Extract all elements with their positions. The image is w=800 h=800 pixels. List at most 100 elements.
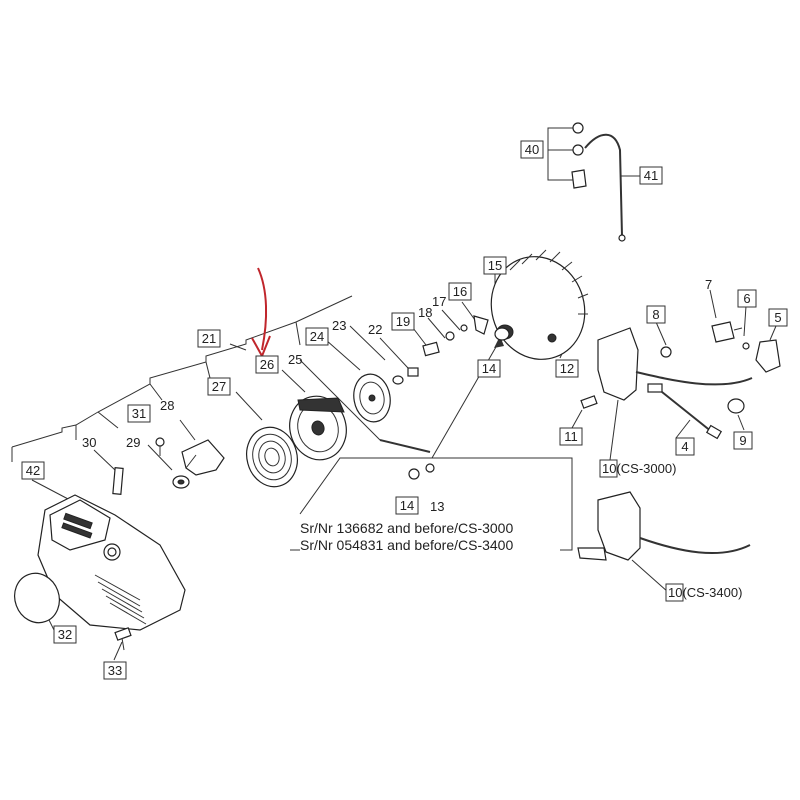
- spark-plug-7: [711, 321, 743, 343]
- label-6-text: 6: [743, 291, 750, 306]
- washer-17: [460, 324, 468, 332]
- starter-cover-42: [37, 494, 186, 631]
- cover-vent-slots: [94, 574, 147, 625]
- label-13-text: 13: [430, 499, 444, 514]
- label-33: 33: [103, 661, 127, 680]
- label-30-text: 30: [82, 435, 96, 450]
- label-21-text: 21: [202, 331, 216, 346]
- grommet-9: [727, 398, 745, 414]
- screw-11: [580, 395, 598, 409]
- label-19-text: 19: [396, 314, 410, 329]
- starter-pulley-24: [353, 373, 391, 423]
- label-32-text: 32: [58, 627, 72, 642]
- label-17-text: 17: [432, 294, 446, 309]
- label-8: 8: [646, 305, 666, 324]
- label-23-text: 23: [332, 318, 346, 333]
- label-23: 23: [332, 318, 346, 333]
- cover-plate-32: [14, 572, 60, 624]
- label-18: 18: [418, 305, 432, 320]
- label-14-upper-text: 14: [482, 361, 496, 376]
- label-27: 27: [207, 377, 231, 396]
- label-10-cs3000: 10(CS-3000): [599, 459, 676, 478]
- label-8-text: 8: [652, 307, 659, 322]
- label-13: 13: [430, 499, 444, 514]
- label-10-cs3000-text: 10(CS-3000): [602, 461, 676, 476]
- label-40: 40: [520, 140, 544, 159]
- serial-number-note: Sr/Nr 136682 and before/CS-3000 Sr/Nr 05…: [300, 520, 513, 553]
- label-26-text: 26: [260, 357, 274, 372]
- label-29-text: 29: [126, 435, 140, 450]
- label-40-text: 40: [525, 142, 539, 157]
- label-21: 21: [197, 329, 221, 348]
- label-41-text: 41: [644, 168, 658, 183]
- label-16: 16: [448, 282, 472, 301]
- spring-6: [742, 342, 750, 350]
- label-17: 17: [432, 294, 446, 309]
- label-5: 5: [768, 308, 788, 327]
- screw-23: [407, 367, 419, 377]
- label-6: 6: [737, 289, 757, 308]
- label-28: 28: [160, 398, 174, 413]
- label-25-text: 25: [288, 352, 302, 367]
- label-14-lower-text: 14: [400, 498, 414, 513]
- label-15-text: 15: [488, 258, 502, 273]
- grommet-29: [172, 475, 190, 489]
- bolt-19: [422, 341, 440, 357]
- label-7: 7: [705, 277, 712, 292]
- label-30: 30: [82, 435, 96, 450]
- label-4-text: 4: [681, 439, 688, 454]
- label-31-text: 31: [132, 406, 146, 421]
- recoil-spring-27: [246, 426, 298, 488]
- label-24-text: 24: [310, 329, 324, 344]
- label-41: 41: [639, 166, 663, 185]
- label-12: 12: [555, 359, 579, 378]
- label-28-text: 28: [160, 398, 174, 413]
- label-9: 9: [733, 431, 753, 450]
- label-18-text: 18: [418, 305, 432, 320]
- label-14-lower: 14: [395, 496, 419, 515]
- label-15: 15: [483, 256, 507, 275]
- label-22-text: 22: [368, 322, 382, 337]
- label-14-upper: 14: [477, 359, 501, 378]
- label-33-text: 33: [108, 663, 122, 678]
- plug-cap-5: [755, 339, 781, 373]
- label-9-text: 9: [739, 433, 746, 448]
- serial-note-line1: Sr/Nr 136682 and before/CS-3000: [300, 520, 513, 536]
- label-27-text: 27: [212, 379, 226, 394]
- label-11: 11: [559, 427, 583, 446]
- label-22: 22: [368, 322, 382, 337]
- label-19: 19: [391, 312, 415, 331]
- spark-plug-wire-4: [661, 391, 723, 440]
- starter-handle-28: [181, 439, 225, 476]
- label-25: 25: [288, 352, 302, 367]
- serial-note-line2: Sr/Nr 054831 and before/CS-3400: [300, 537, 513, 553]
- starter-rope-25: [379, 439, 431, 453]
- pin-31: [155, 437, 165, 456]
- small-parts-13-14: [408, 327, 510, 480]
- part-labels: 21 26 25 24 23 22 19 18 17 16 15 14 12 4…: [21, 140, 788, 680]
- label-11-text: 11: [564, 429, 578, 444]
- label-5-text: 5: [774, 310, 781, 325]
- label-7-text: 7: [705, 277, 712, 292]
- washer-18: [445, 331, 455, 341]
- label-16-text: 16: [453, 284, 467, 299]
- nut-8: [660, 346, 672, 358]
- screw-33: [114, 627, 132, 651]
- label-32: 32: [53, 625, 77, 644]
- ignition-coil-10-cs3000: [597, 327, 753, 401]
- recoil-pulley-26: [289, 395, 347, 461]
- pawl-16: [473, 315, 489, 335]
- label-31: 31: [127, 404, 151, 423]
- label-29: 29: [126, 435, 140, 450]
- label-10-cs3400: 10(CS-3400): [665, 583, 742, 602]
- label-10-cs3400-text: 10(CS-3400): [668, 585, 742, 600]
- ignition-wire-41: [584, 133, 626, 242]
- label-42-text: 42: [26, 463, 40, 478]
- label-12-text: 12: [560, 361, 574, 376]
- ignition-coil-10-cs3400: [577, 491, 751, 561]
- label-24: 24: [305, 327, 329, 346]
- pin-30: [112, 467, 124, 495]
- washer-22: [392, 375, 404, 385]
- label-42: 42: [21, 461, 45, 480]
